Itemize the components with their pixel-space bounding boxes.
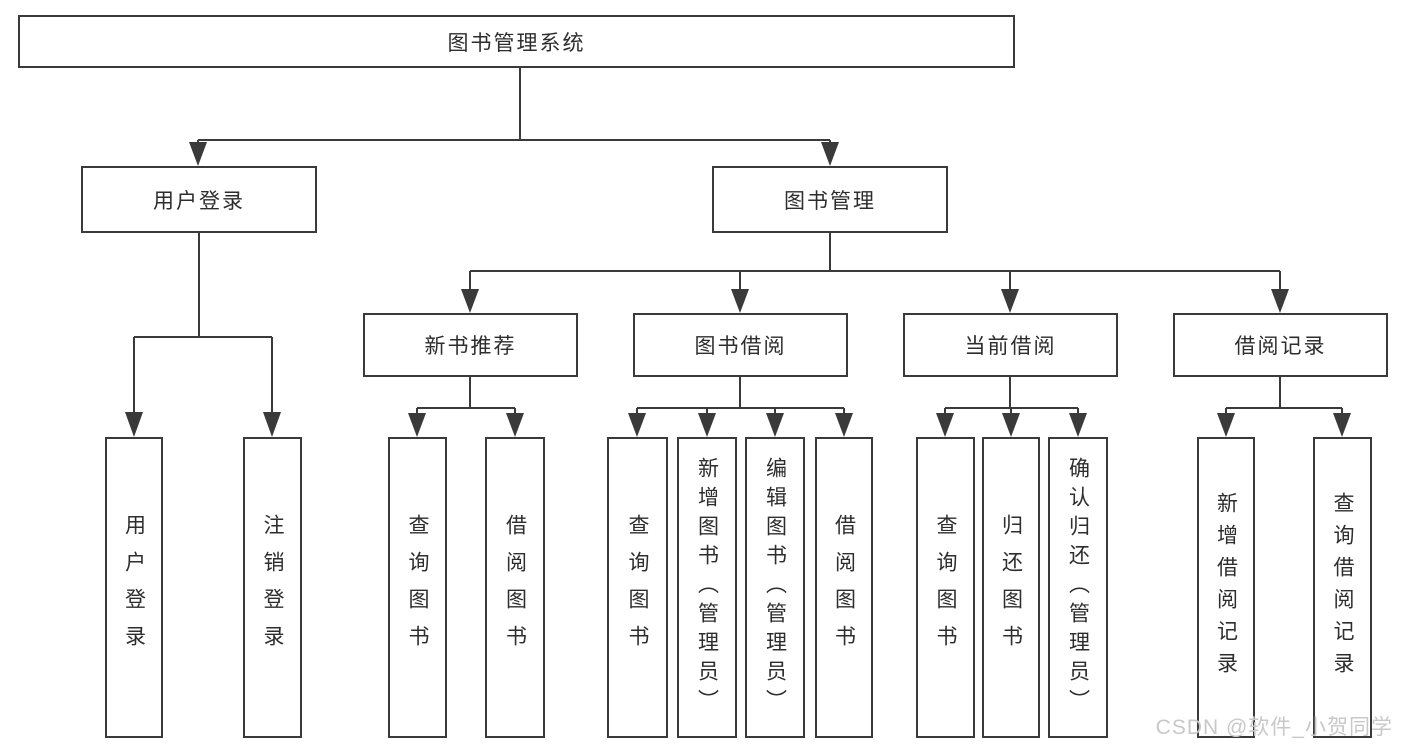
node-user-login-label: 用户登录 xyxy=(153,189,245,213)
leaf-add-borrow-record: 新增借阅记录 xyxy=(1197,437,1255,738)
leaf-add-borrow-record-label: 新增借阅记录 xyxy=(1214,491,1238,684)
node-borrowing-records-label: 借阅记录 xyxy=(1234,335,1327,358)
leaf-query-books-1-label: 查询图书 xyxy=(406,513,429,662)
node-user-login: 用户登录 xyxy=(81,166,317,233)
leaf-add-book-admin: 新增图书（管理员） xyxy=(677,437,737,738)
leaf-user-login-label: 用户登录 xyxy=(122,513,146,662)
node-root: 图书管理系统 xyxy=(18,15,1015,68)
leaf-query-books-2: 查询图书 xyxy=(607,437,668,738)
arrowheads xyxy=(125,142,1351,437)
leaf-confirm-return-admin: 确认归还（管理员） xyxy=(1048,437,1108,738)
leaf-borrow-books-2: 借阅图书 xyxy=(815,437,873,738)
leaf-borrow-books-1-label: 借阅图书 xyxy=(503,513,527,662)
node-borrowing-records: 借阅记录 xyxy=(1173,313,1388,377)
leaf-user-login: 用户登录 xyxy=(105,437,163,738)
node-new-book-recommend: 新书推荐 xyxy=(363,313,578,377)
leaf-return-books-label: 归还图书 xyxy=(999,513,1023,662)
node-current-borrowing: 当前借阅 xyxy=(903,313,1118,377)
node-book-management-label: 图书管理 xyxy=(784,189,876,213)
leaf-query-borrow-record-label: 查询借阅记录 xyxy=(1331,491,1354,684)
node-book-management: 图书管理 xyxy=(712,166,948,233)
leaf-return-books: 归还图书 xyxy=(982,437,1040,738)
leaf-query-books-3: 查询图书 xyxy=(916,437,975,738)
leaf-logout: 注销登录 xyxy=(243,437,302,738)
leaf-confirm-return-admin-label: 确认归还（管理员） xyxy=(1066,457,1090,718)
node-root-label: 图书管理系统 xyxy=(447,31,586,55)
leaf-query-books-3-label: 查询图书 xyxy=(934,513,957,662)
leaf-query-borrow-record: 查询借阅记录 xyxy=(1313,437,1372,738)
node-book-borrowing: 图书借阅 xyxy=(633,313,848,377)
leaf-query-books-2-label: 查询图书 xyxy=(626,513,649,662)
leaf-query-books-1: 查询图书 xyxy=(388,437,447,738)
watermark: CSDN @软件_小贺同学 xyxy=(1155,716,1393,739)
leaf-logout-label: 注销登录 xyxy=(261,513,284,662)
node-book-borrowing-label: 图书借阅 xyxy=(694,335,787,358)
node-current-borrowing-label: 当前借阅 xyxy=(964,335,1057,358)
leaf-add-book-admin-label: 新增图书（管理员） xyxy=(695,457,719,718)
node-new-book-recommend-label: 新书推荐 xyxy=(424,335,517,358)
leaf-borrow-books-1: 借阅图书 xyxy=(485,437,545,738)
leaf-edit-book-admin: 编辑图书（管理员） xyxy=(745,437,805,738)
leaf-edit-book-admin-label: 编辑图书（管理员） xyxy=(763,457,787,718)
leaf-borrow-books-2-label: 借阅图书 xyxy=(832,513,856,662)
